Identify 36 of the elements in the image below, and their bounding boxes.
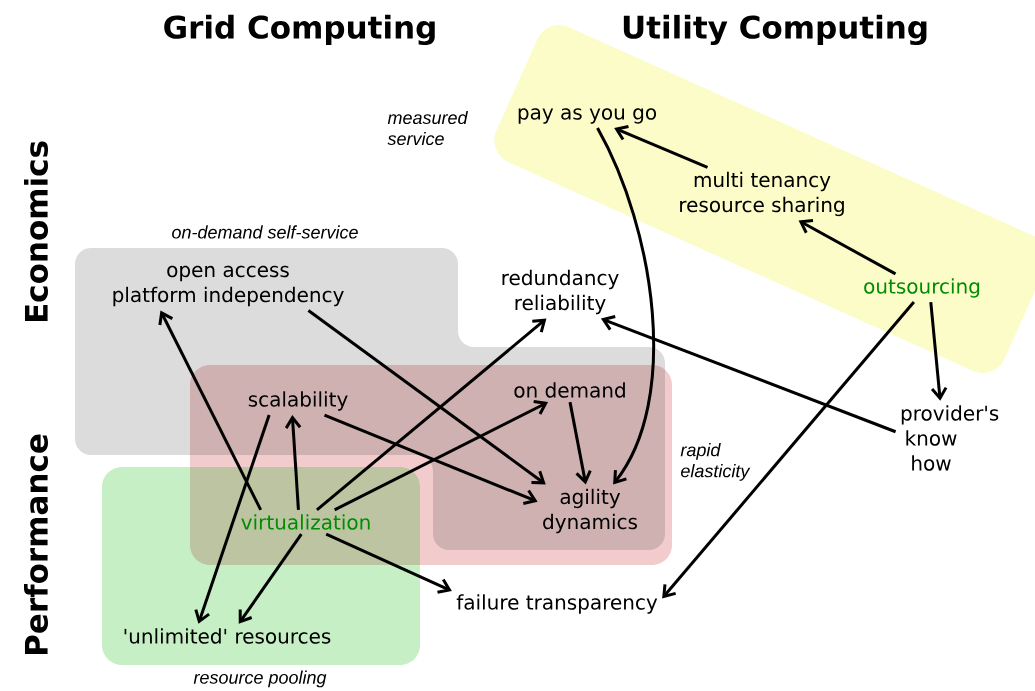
concept-label: outsourcing: [864, 278, 980, 298]
arrow: [662, 301, 915, 599]
concept-label: redundancy reliability: [502, 269, 619, 315]
arrow: [333, 400, 549, 512]
arrow: [929, 301, 948, 401]
concept-label: provider's know how: [901, 405, 999, 471]
arrow: [325, 532, 452, 594]
arrow: [596, 127, 656, 485]
arrow: [194, 414, 271, 624]
arrow: [614, 125, 709, 169]
concept-label: multi tenancy resource sharing: [680, 171, 844, 217]
node-label: on-demand self-service: [172, 225, 358, 239]
concept-label: open access platform independency: [113, 265, 344, 307]
arrow: [600, 315, 897, 434]
node-label: rapid elasticity: [680, 443, 751, 481]
row-heading: Economics: [24, 141, 48, 322]
concept-label: pay as you go: [518, 108, 657, 124]
arrow: [315, 318, 547, 511]
column-heading: Grid Computing: [164, 14, 435, 46]
concept-label: scalability: [248, 391, 348, 411]
row-heading: Performance: [24, 434, 48, 655]
concept-label: on demand: [514, 382, 625, 398]
concept-label: virtualization: [241, 514, 370, 530]
arrow: [568, 401, 592, 485]
arrow: [798, 219, 897, 276]
arrow: [284, 415, 302, 510]
arrow: [307, 309, 546, 485]
concept-label: 'unlimited' resources: [124, 628, 331, 644]
node-label: measured service: [387, 110, 468, 146]
arrow: [158, 310, 263, 511]
column-heading: Utility Computing: [623, 14, 927, 46]
arrow: [323, 413, 538, 505]
arrow: [238, 533, 303, 624]
concept-label: failure transparency: [456, 594, 658, 614]
concept-label: agility dynamics: [543, 488, 637, 534]
node-label: resource pooling: [193, 670, 327, 688]
